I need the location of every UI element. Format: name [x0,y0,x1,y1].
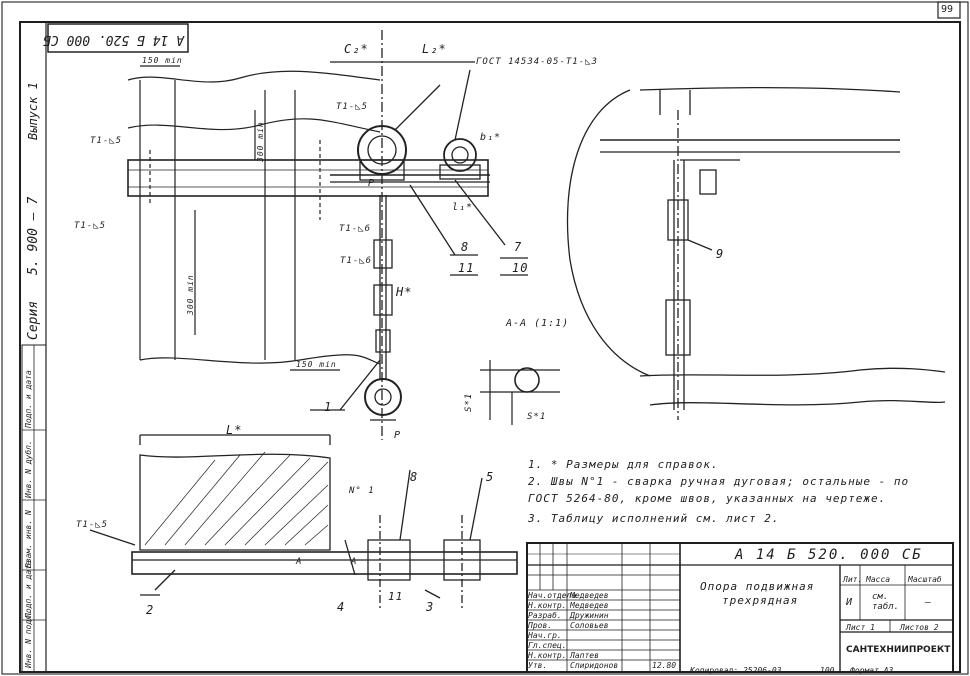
margin-issue: Выпуск 1 [26,82,40,140]
organization: САНТЕХНИИПРОЕКТ [846,645,951,655]
weld-mark-n1: N° 1 [349,486,375,496]
title-doc-code: А 14 Б 520. 000 СБ [735,547,923,563]
bottom-view [89,434,518,610]
dim-150-top: 150 min [142,56,183,65]
section-mark-a-right: А [351,557,358,567]
name-row: Медведев [570,601,609,610]
role-row: Нач.гр. [528,631,562,640]
part-number-10: 10 [512,261,529,275]
role-row: Утв. [528,661,548,670]
role-row: Гл.спец. [528,641,567,650]
dim-l1: l₁* [452,202,474,213]
margin-col-2: Подп. и дата [24,560,33,618]
weld-callout: Т1-◺5 [76,520,109,530]
part-number-1: 1 [324,400,333,414]
footer-sheet-no: 100 [820,666,835,675]
plan-view [127,65,489,371]
part-number-7: 7 [514,240,523,254]
margin-series: Серия [26,300,41,340]
title-line-2: трехрядная [722,594,799,607]
part-number-5: 5 [486,470,495,484]
margin-col-5: Подп. и дата [24,370,33,428]
gost-callout: ГОСТ 14534-05-Т1-◺3 [476,57,598,67]
col-scale: Масштаб [908,575,942,584]
sheet-number-box [937,1,961,19]
weld-callout: Т1-◺5 [74,221,107,231]
note-1: 1. * Размеры для справок. [528,458,719,471]
footer-copied: Копировал: 25206-03 [690,666,782,675]
margin-series-no: 5. 900 — 7 [26,196,41,275]
name-row: Медведев [570,591,609,600]
title-line-1: Опора подвижная [700,580,815,593]
col-mass: Масса [866,575,891,584]
name-row: Соловьев [570,621,609,630]
part-number-2: 2 [146,603,155,617]
weld-callout: Т1-◺6 [339,224,372,234]
dim-H: H* [396,285,413,299]
note-2-cont: ГОСТ 5264-80, кроме швов, указанных на ч… [528,492,887,505]
part-number-3: 3 [426,600,435,614]
note-3: 3. Таблицу исполнений см. лист 2. [528,512,780,525]
dim-300-side: 300 min [186,274,195,315]
dim-b1: b₁* [480,132,502,143]
scale-value: — [925,597,932,608]
part-number-11-bottom: 11 [388,590,404,603]
margin-col-3: Взам. инв. N [24,510,33,568]
dim-L: L* [226,423,243,437]
footer-format: Формат А3 [850,666,894,675]
dim-l2: L₂* [422,42,447,56]
weld-callout: Т1-◺6 [340,256,373,266]
part-number-11: 11 [458,261,475,275]
section-mark-a-left: А [296,557,303,567]
part-number-8: 8 [461,240,470,254]
mass-value: см. табл. [872,592,900,612]
margin-col-1: Инв. N подл. [24,610,33,668]
name-row: Лаптев [570,651,599,660]
force-p-bottom: P [394,430,402,441]
part-number-8-bottom: 8 [410,470,419,484]
section-label-a-a: А-А (1:1) [506,318,570,329]
role-row: Н.контр. [528,651,567,660]
force-p-top: P [368,178,376,189]
side-view [566,86,946,420]
dim-c2: С₂* [344,42,369,56]
part-number-4: 4 [337,600,346,614]
dim-300-top: 300 min [256,121,265,162]
dim-s1: S*1 [464,392,474,412]
sheet-label: Лист 1 [846,623,875,632]
part-number-9: 9 [716,247,725,261]
weld-callout: Т1-◺5 [90,136,123,146]
lit-value: И [846,597,853,608]
margin-col-4: Инв. N дубл. [24,440,33,498]
name-row: Дружинин [570,611,609,620]
name-row: Спиридонов [570,661,619,670]
front-elevation [310,30,528,440]
sheets-label: Листов 2 [900,623,939,632]
date-row: 12.80 [652,661,677,670]
section-a-a [480,360,560,425]
role-row: Нач.отдела [528,591,577,600]
col-lit: Лит. [843,575,863,584]
weld-callout: Т1-◺5 [336,102,369,112]
role-row: Пров. [528,621,553,630]
dim-150-bottom: 150 min [296,360,337,369]
rotated-doc-code: А 14 Б 520. 000 СБ [43,32,184,47]
sheet-number: 99 [941,4,954,15]
note-2: 2. Швы N°1 - сварка ручная дуговая; оста… [528,475,910,488]
role-row: Разраб. [528,611,562,620]
title-block-lines [526,542,954,673]
drawing-frame [19,21,961,673]
rotated-code-box [47,23,189,53]
dim-s2: S*1 [527,412,547,422]
role-row: Н.контр. [528,601,567,610]
